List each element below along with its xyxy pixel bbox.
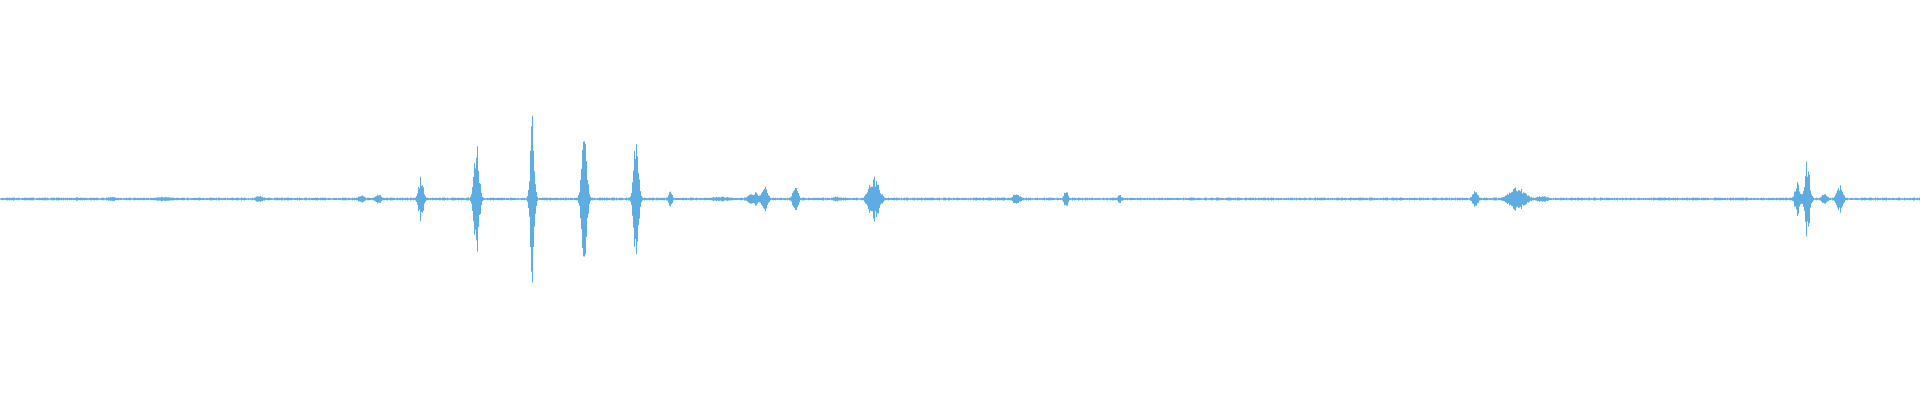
waveform-samples — [0, 115, 1920, 283]
